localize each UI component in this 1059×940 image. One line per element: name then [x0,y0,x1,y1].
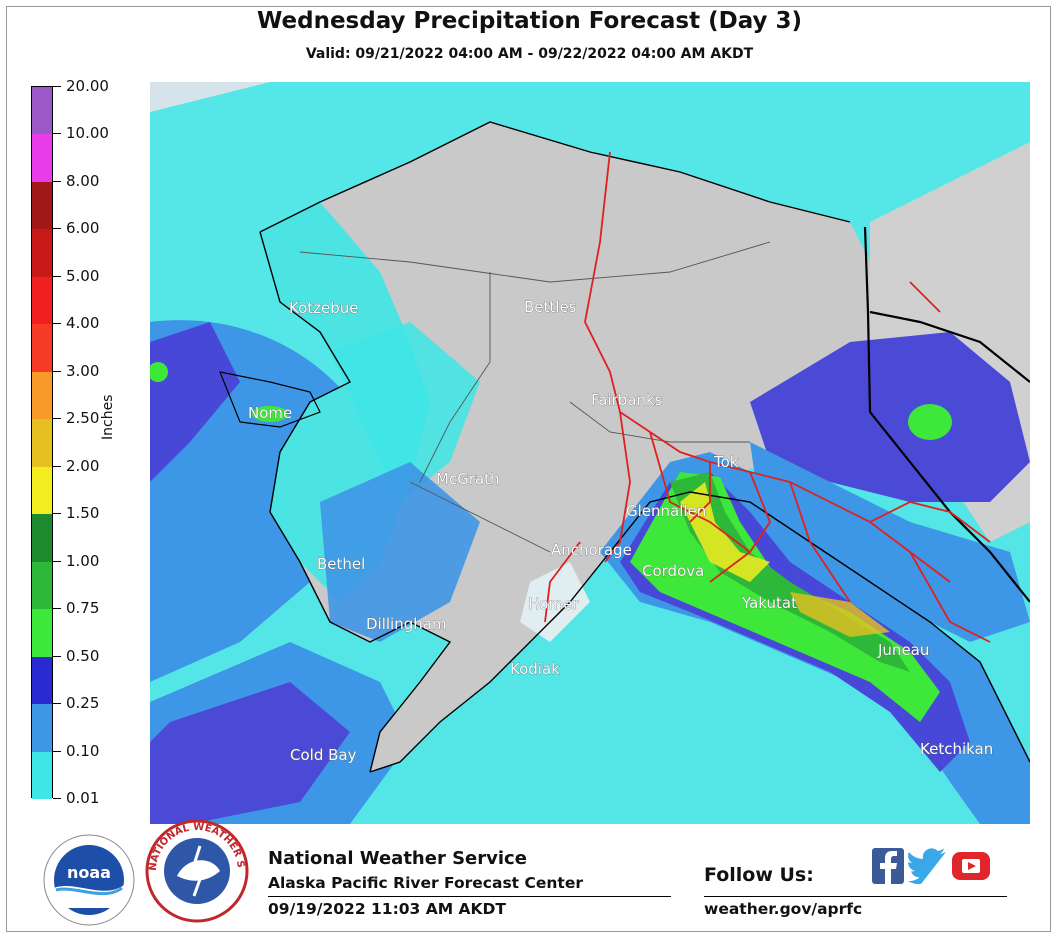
colorbar-tick-mark [53,228,61,230]
city-label-cold-bay: Cold Bay [290,746,357,764]
precip-map: Kotzebue Bettles Nome Fairbanks Tok McGr… [150,82,1030,824]
colorbar-band [32,371,52,420]
website-link[interactable]: weather.gov/aprfc [704,900,863,918]
colorbar-tick-label: 0.10 [66,741,100,760]
colorbar-tick-label: 5.00 [66,266,100,285]
city-label-fairbanks: Fairbanks [591,391,663,409]
facebook-icon[interactable] [872,848,904,884]
colorbar-band [32,561,52,610]
footer-divider-right [704,896,1007,897]
colorbar-tick-mark [53,465,61,467]
city-label-kotzebue: Kotzebue [289,299,359,317]
colorbar-band [32,324,52,373]
noaa-logo: noaa [43,834,135,926]
youtube-icon[interactable] [952,848,990,884]
colorbar-tick-mark [53,798,61,799]
city-label-nome: Nome [248,404,292,422]
precip-colorbar [31,86,53,800]
center-name: Alaska Pacific River Forecast Center [268,874,583,892]
colorbar-tick-mark [53,750,61,752]
colorbar-tick-mark [53,608,61,610]
colorbar-band [32,276,52,325]
page-title: Wednesday Precipitation Forecast (Day 3) [256,8,803,34]
nws-logo: NATIONAL WEATHER SERVICE [142,816,249,923]
city-label-homer: Homer [528,595,579,613]
colorbar-band [32,751,52,800]
colorbar-tick-label: 3.00 [66,361,100,380]
city-label-yakutat: Yakutat [741,594,797,612]
colorbar-band [32,134,52,183]
colorbar-tick-mark [53,275,61,277]
city-label-glennallen: Glennallen [626,502,706,520]
colorbar-band [32,419,52,468]
city-label-bettles: Bettles [524,298,577,316]
colorbar-tick-mark [53,703,61,705]
colorbar-tick-mark [53,180,61,182]
colorbar-tick-label: 2.50 [66,409,100,428]
city-label-tok: Tok [713,453,739,471]
colorbar-tick-mark [53,513,61,515]
colorbar-band [32,466,52,515]
follow-us-label: Follow Us: [704,864,814,886]
colorbar-tick-mark [53,323,61,325]
footer-divider [268,896,671,897]
org-name: National Weather Service [268,848,527,869]
city-label-dillingham: Dillingham [366,615,447,633]
colorbar-band [32,514,52,563]
city-label-anchorage: Anchorage [551,541,632,559]
colorbar-tick-mark [53,655,61,657]
city-label-ketchikan: Ketchikan [920,740,993,758]
colorbar-tick-label: 0.75 [66,599,100,618]
colorbar-tick-label: 1.00 [66,551,100,570]
colorbar-tick-mark [53,86,61,87]
twitter-icon[interactable] [908,848,948,884]
colorbar-band [32,229,52,278]
city-label-bethel: Bethel [317,555,365,573]
colorbar-tick-label: 0.50 [66,646,100,665]
colorbar-band [32,181,52,230]
city-label-kodiak: Kodiak [510,660,560,678]
colorbar-axis-label: Inches [100,394,116,440]
colorbar-tick-label: 2.00 [66,456,100,475]
colorbar-tick-label: 4.00 [66,314,100,333]
colorbar-tick-mark [53,560,61,562]
colorbar-tick-mark [53,133,61,135]
colorbar-tick-label: 20.00 [66,77,109,95]
colorbar-band [32,609,52,658]
colorbar-tick-label: 0.01 [66,789,100,807]
noaa-logo-text: noaa [67,863,111,882]
colorbar-tick-mark [53,370,61,372]
colorbar-tick-label: 0.25 [66,694,100,713]
city-label-mcgrath: McGrath [436,470,500,488]
city-label-cordova: Cordova [642,562,704,580]
colorbar-tick-label: 1.50 [66,504,100,523]
issued-time: 09/19/2022 11:03 AM AKDT [268,900,506,918]
colorbar-tick-label: 6.00 [66,219,100,238]
colorbar-tick-label: 10.00 [66,124,109,143]
colorbar-band [32,656,52,705]
colorbar-band [32,87,52,135]
colorbar-tick-mark [53,418,61,420]
colorbar-band [32,704,52,753]
colorbar-tick-label: 8.00 [66,171,100,190]
city-label-juneau: Juneau [877,641,929,659]
valid-period: Valid: 09/21/2022 04:00 AM - 09/22/2022 … [305,46,754,62]
